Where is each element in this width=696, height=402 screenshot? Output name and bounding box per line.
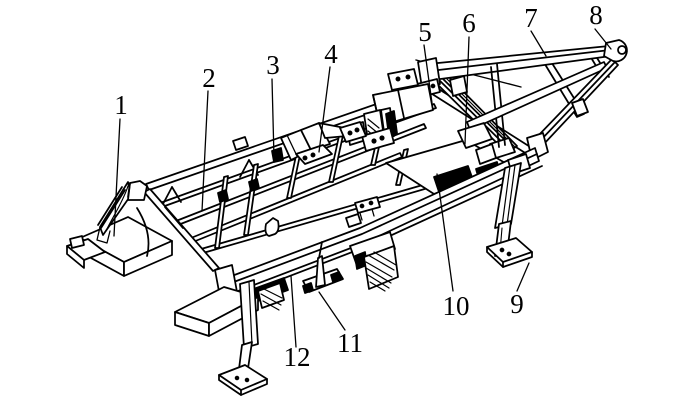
svg-text:5: 5 [418, 17, 432, 47]
svg-text:7: 7 [524, 3, 538, 33]
svg-text:9: 9 [510, 289, 524, 319]
svg-text:2: 2 [202, 63, 216, 93]
svg-text:1: 1 [114, 90, 128, 120]
svg-text:4: 4 [324, 39, 338, 69]
svg-text:10: 10 [443, 291, 470, 321]
svg-text:12: 12 [284, 342, 311, 372]
svg-text:3: 3 [266, 50, 280, 80]
svg-text:8: 8 [589, 0, 603, 30]
svg-text:6: 6 [462, 8, 476, 38]
svg-text:11: 11 [337, 328, 363, 358]
